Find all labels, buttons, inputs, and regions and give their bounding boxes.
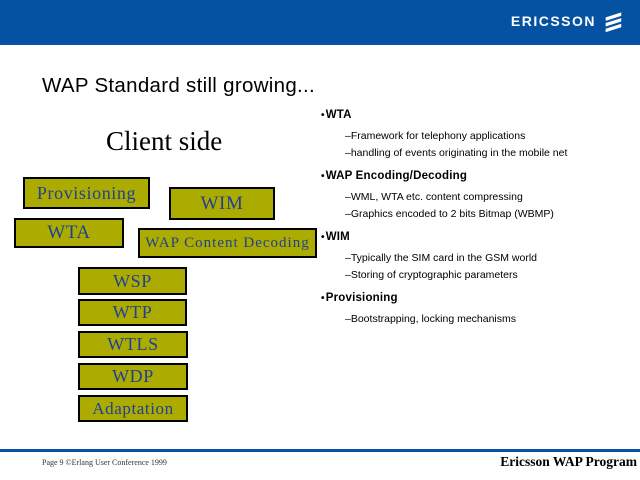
footer-program-label: Ericsson WAP Program xyxy=(500,454,637,469)
bullet-subitem-text: Storing of cryptographic parameters xyxy=(350,269,518,281)
diagram-box-wtp: WTP xyxy=(78,299,187,326)
bullet-heading-text: WIM xyxy=(325,231,350,243)
diagram-box-wsp: WSP xyxy=(78,267,187,295)
ericsson-wordmark: ERICSSON xyxy=(510,13,596,29)
bullet-subitem: –handling of events originating in the m… xyxy=(321,145,637,162)
dash-icon: – xyxy=(345,252,351,264)
diagram-box-wim: WIM xyxy=(169,187,275,220)
bullet-heading-text: WAP Encoding/Decoding xyxy=(325,170,468,182)
bullet-subitem: –Framework for telephony applications xyxy=(321,128,637,145)
dash-icon: – xyxy=(345,269,351,281)
box-label: WTLS xyxy=(107,334,159,354)
dash-icon: – xyxy=(345,130,351,142)
bullet-subitem-text: Typically the SIM card in the GSM world xyxy=(350,252,537,264)
box-label: WIM xyxy=(200,192,244,214)
bullet-heading: •WTA xyxy=(321,108,637,123)
client-side-heading: Client side xyxy=(106,126,223,156)
dash-icon: – xyxy=(345,313,351,325)
box-label: WDP xyxy=(112,366,154,386)
box-label: WSP xyxy=(113,270,152,291)
bullet-subitem-text: Graphics encoded to 2 bits Bitmap (WBMP) xyxy=(350,208,554,220)
bullet-heading-text: Provisioning xyxy=(325,292,398,304)
bullet-group-wim: •WIM –Typically the SIM card in the GSM … xyxy=(321,230,637,284)
bullet-heading: •WIM xyxy=(321,230,637,245)
bullet-icon: • xyxy=(321,293,325,304)
bullet-subitem: –Graphics encoded to 2 bits Bitmap (WBMP… xyxy=(321,206,637,223)
bullet-icon: • xyxy=(321,171,325,182)
bullet-group-wta: •WTA –Framework for telephony applicatio… xyxy=(321,108,637,162)
box-label: Adaptation xyxy=(92,398,174,418)
slide-title: WAP Standard still growing... xyxy=(42,74,316,97)
diagram-box-wdp: WDP xyxy=(78,363,188,390)
box-label: WTA xyxy=(47,222,91,243)
bullet-subitem-text: WML, WTA etc. content compressing xyxy=(350,191,523,203)
bullet-icon: • xyxy=(321,110,325,121)
dash-icon: – xyxy=(345,208,351,220)
dash-icon: – xyxy=(345,147,351,159)
bullet-heading-text: WTA xyxy=(325,109,352,121)
bullet-subitem-text: Bootstrapping, locking mechanisms xyxy=(350,313,517,325)
bullet-heading: •Provisioning xyxy=(321,291,637,306)
bullet-group-provisioning: •Provisioning –Bootstrapping, locking me… xyxy=(321,291,637,328)
bullet-icon: • xyxy=(321,232,325,243)
bullet-heading: •WAP Encoding/Decoding xyxy=(321,169,637,184)
bullet-subitem: –Storing of cryptographic parameters xyxy=(321,267,637,284)
footer-divider xyxy=(0,449,640,452)
bullet-subitem: –WML, WTA etc. content compressing xyxy=(321,189,637,206)
footer-page-info: Page 9 ©Erlang User Conference 1999 xyxy=(42,458,167,467)
header-bar: ERICSSON xyxy=(0,0,640,45)
box-label: Provisioning xyxy=(36,182,137,203)
box-label: WAP Content Decoding xyxy=(145,234,310,251)
bullet-list: •WTA –Framework for telephony applicatio… xyxy=(321,108,637,335)
diagram-box-wap-content-decoding: WAP Content Decoding xyxy=(138,228,317,258)
diagram-box-provisioning: Provisioning xyxy=(23,177,150,209)
bullet-subitem-text: handling of events originating in the mo… xyxy=(350,147,568,159)
diagram-box-wtls: WTLS xyxy=(78,331,188,358)
dash-icon: – xyxy=(345,191,351,203)
brand: ERICSSON xyxy=(511,10,624,32)
bullet-group-wap-encoding: •WAP Encoding/Decoding –WML, WTA etc. co… xyxy=(321,169,637,223)
bullet-subitem-text: Framework for telephony applications xyxy=(350,130,526,142)
diagram-box-wta: WTA xyxy=(14,218,124,248)
bullet-subitem: –Bootstrapping, locking mechanisms xyxy=(321,311,637,328)
diagram-box-adaptation: Adaptation xyxy=(78,395,188,422)
bullet-subitem: –Typically the SIM card in the GSM world xyxy=(321,250,637,267)
box-label: WTP xyxy=(112,302,153,322)
ericsson-logo-icon xyxy=(605,12,622,32)
